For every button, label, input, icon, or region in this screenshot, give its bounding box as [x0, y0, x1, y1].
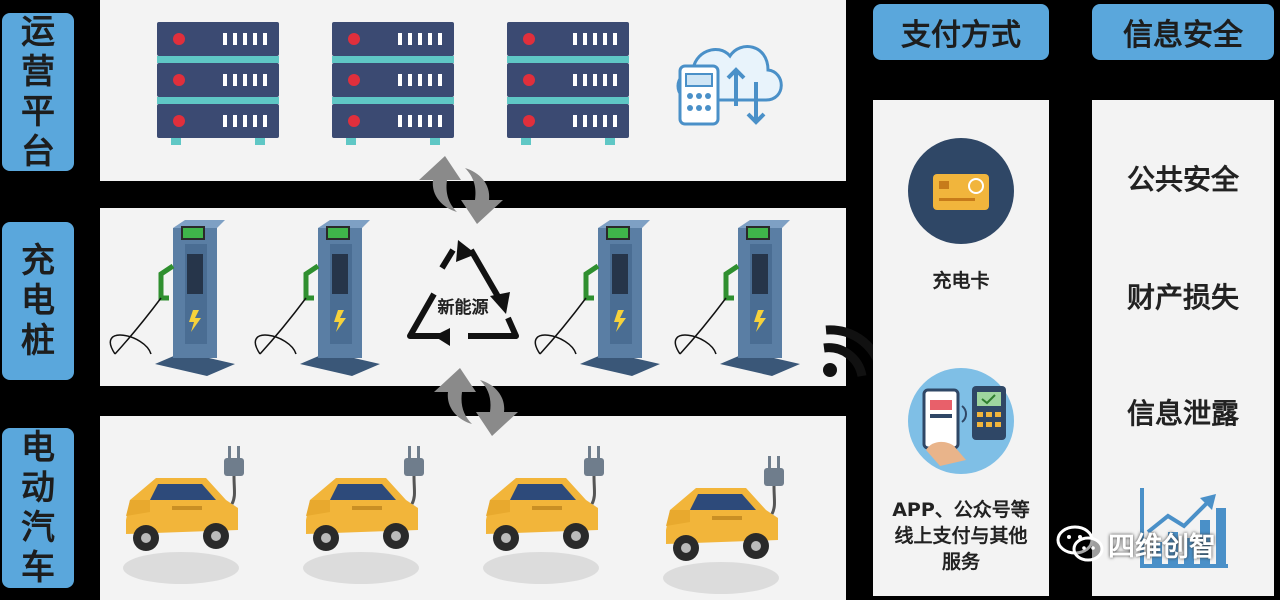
row-label-char: 车: [21, 548, 55, 588]
security-item-property: 财产损失: [1126, 281, 1239, 314]
charger-panel: [100, 208, 846, 386]
app-label-line: 线上支付与其他: [894, 525, 1028, 547]
growth-chart-icon: [1140, 488, 1228, 568]
row-label-ev: 电 动 汽 车: [2, 428, 74, 588]
cloud-sync-icon: [676, 45, 783, 126]
center-label: 新能源: [437, 298, 489, 318]
phone-pay-icon: [908, 368, 1014, 474]
watermark-text: 四维创智: [1108, 532, 1216, 563]
security-item-info: 信息泄露: [1126, 397, 1239, 430]
row-label-char: 运: [21, 12, 55, 52]
row-label-char: 充: [21, 241, 55, 281]
card-label: 充电卡: [932, 270, 990, 292]
car-group: [121, 444, 786, 596]
charging-station-icon: [675, 220, 800, 376]
row-label-char: 平: [21, 92, 55, 132]
row-label-charger: 充 电 桩: [2, 222, 74, 380]
row-label-platform: 运 营 平 台: [2, 12, 74, 172]
app-label-line: 服务: [941, 551, 980, 573]
electric-car-icon: [301, 444, 426, 586]
security-header: 信息安全: [1092, 4, 1274, 60]
row-label-char: 电: [21, 281, 55, 321]
row-label-char: 台: [21, 132, 55, 172]
row-label-char: 动: [21, 468, 55, 508]
app-label-line: APP、公众号等: [892, 499, 1030, 521]
recycle-triangle-icon: [407, 240, 519, 346]
electric-car-icon: [661, 454, 786, 596]
charger-group: [100, 210, 846, 386]
charging-station-icon: [255, 220, 380, 376]
charging-station-icon: [535, 220, 660, 376]
charging-station-icon: [110, 220, 235, 376]
row-label-char: 电: [21, 428, 55, 468]
electric-car-icon: [481, 444, 606, 586]
sync-arrows-icon: [434, 368, 518, 436]
electric-car-icon: [121, 444, 246, 586]
security-column: [1092, 100, 1274, 596]
server-rack-icon: [507, 22, 629, 145]
wechat-icon: [1056, 525, 1104, 562]
server-rack-icon: [332, 22, 454, 145]
server-group: [157, 22, 629, 145]
app-label: APP、公众号等 线上支付与其他 服务: [873, 497, 1049, 575]
row-label-char: 营: [21, 52, 55, 92]
row-label-char: 汽: [21, 508, 55, 548]
payment-header: 支付方式: [873, 4, 1049, 60]
server-rack-icon: [157, 22, 279, 145]
security-item-public: 公共安全: [1126, 163, 1239, 196]
sync-arrows-icon: [419, 156, 503, 224]
row-label-char: 桩: [21, 321, 55, 361]
card-icon: [908, 138, 1014, 244]
